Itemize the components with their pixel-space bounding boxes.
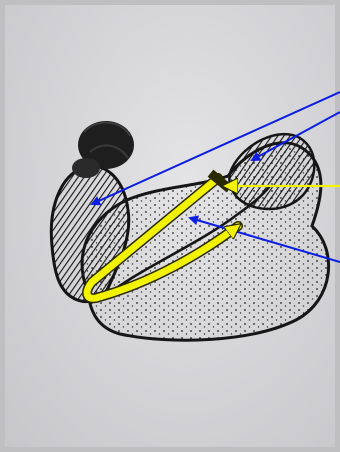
sketch-right-lobe — [229, 134, 314, 209]
